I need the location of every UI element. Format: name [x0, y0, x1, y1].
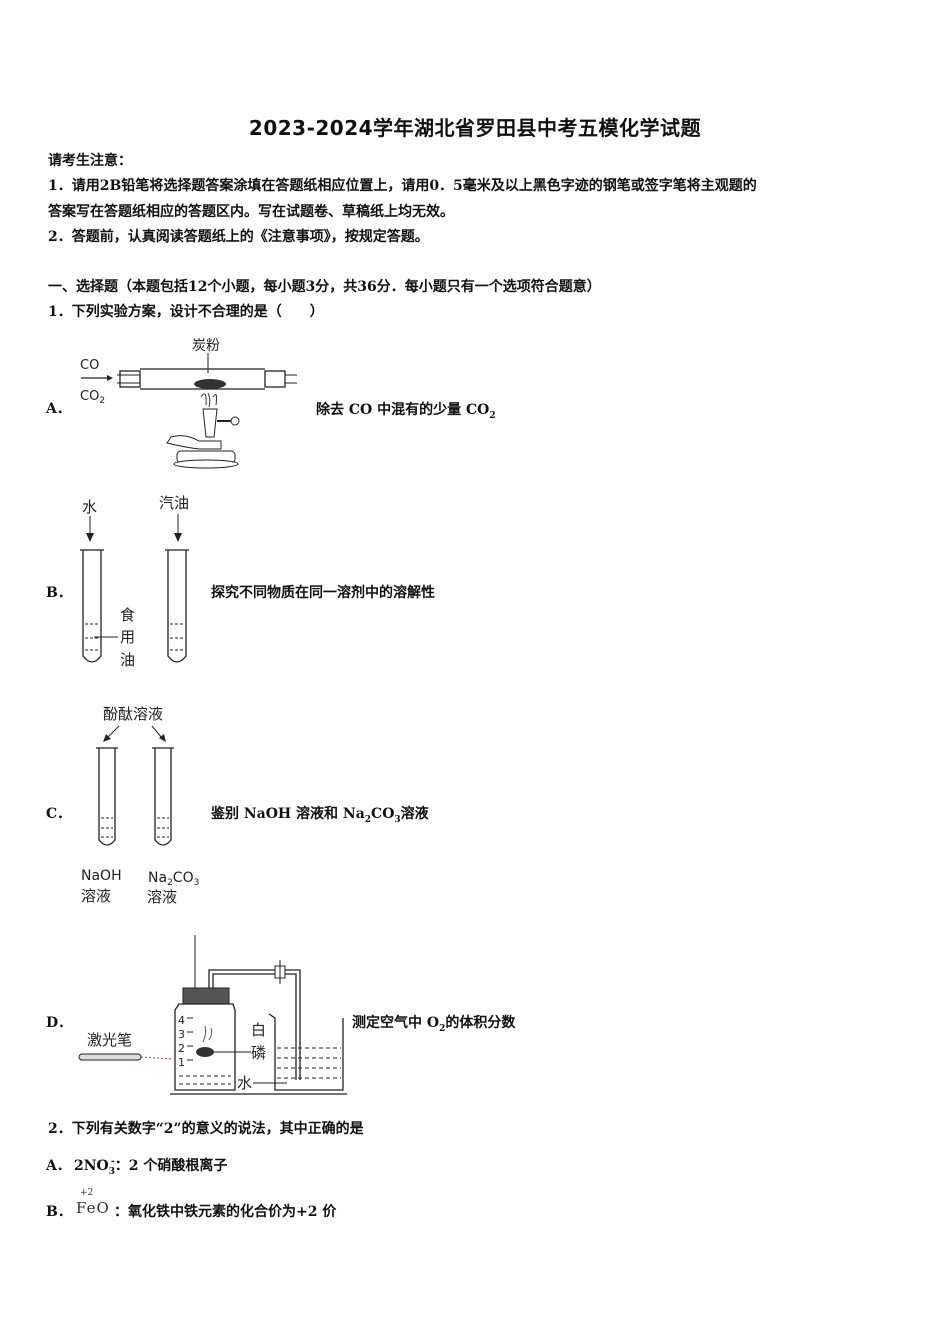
- feo-formula: FeO: [76, 1199, 110, 1217]
- notice-heading: 请考生注意：: [48, 153, 132, 169]
- mark-3: 3: [178, 1028, 185, 1041]
- cooking-oil-label-3: 油: [120, 651, 135, 669]
- question-1-stem: 1．下列实验方案，设计不合理的是（ ）: [48, 304, 324, 320]
- cooking-oil-label-1: 食: [120, 606, 135, 624]
- carbon-tube-apparatus-figure: CO CO2 炭粉: [80, 338, 297, 469]
- notice-line-1: 1．请用2B铅笔将选择题答案涂填在答题纸相应位置上，请用0．5毫米及以上黑色字迹…: [48, 178, 757, 194]
- notice-line-1b: 答案写在答题纸相应的答题区内。写在试题卷、草稿纸上均无效。: [48, 204, 454, 220]
- mark-1: 1: [178, 1056, 185, 1069]
- water-label-d: 水: [237, 1074, 252, 1092]
- white-phosphorus-label-1: 白: [251, 1021, 266, 1039]
- white-phosphorus-label-2: 磷: [251, 1044, 266, 1062]
- co2-label: CO2: [80, 389, 105, 406]
- naoh-label: NaOH: [81, 868, 122, 884]
- oxygen-volume-apparatus-figure: 激光笔 4 3 2 1 白 磷 水: [78, 935, 347, 1095]
- na2co3-solution-label: 溶液: [147, 888, 177, 906]
- valence-mark: +2: [80, 1188, 94, 1198]
- q2-option-a-label: A．: [46, 1158, 71, 1174]
- option-c-label: C．: [46, 806, 72, 822]
- mark-2: 2: [178, 1042, 185, 1055]
- carbon-powder-label: 炭粉: [192, 338, 220, 354]
- test-tubes-solubility-figure: 水 汽油 食 用 油: [80, 494, 189, 669]
- section-heading: 一、选择题（本题包括12个小题，每小题3分，共36分．每小题只有一个选项符合题意…: [48, 279, 601, 295]
- option-b-label: B．: [46, 585, 72, 601]
- option-c-description: 鉴别 NaOH 溶液和 Na2CO3溶液: [211, 806, 429, 825]
- option-d-description: 测定空气中 O2的体积分数: [352, 1015, 516, 1034]
- water-label: 水: [82, 498, 97, 516]
- option-a-description: 除去 CO 中混有的少量 CO2: [316, 402, 496, 421]
- question-2-stem: 2．下列有关数字“2”的意义的说法，其中正确的是: [48, 1121, 364, 1137]
- cooking-oil-label-2: 用: [120, 628, 135, 646]
- gasoline-label: 汽油: [159, 494, 189, 512]
- phenolphthalein-label: 酚酞溶液: [103, 705, 163, 723]
- q2-option-b-text: ：氧化铁中铁元素的化合价为+2 价: [114, 1204, 337, 1220]
- q2-option-a-text: 2NO3-：2 个硝酸根离子: [74, 1157, 228, 1177]
- laser-pen-label: 激光笔: [87, 1031, 132, 1049]
- co-label: CO: [80, 358, 99, 373]
- na2co3-label: Na2CO3: [148, 870, 199, 888]
- phenolphthalein-test-figure: 酚酞溶液 NaOH 溶液 Na2CO3 溶液: [81, 705, 199, 906]
- option-d-label: D．: [46, 1015, 73, 1031]
- option-b-description: 探究不同物质在同一溶剂中的溶解性: [211, 585, 435, 601]
- naoh-solution-label: 溶液: [81, 887, 111, 905]
- notice-line-2: 2．答题前，认真阅读答题纸上的《注意事项》，按规定答题。: [48, 229, 429, 245]
- mark-4: 4: [178, 1014, 185, 1027]
- q2-option-b-label: B．: [46, 1204, 72, 1220]
- option-a-label: A．: [46, 401, 71, 417]
- page-title: 2023-2024学年湖北省罗田县中考五模化学试题: [248, 116, 702, 140]
